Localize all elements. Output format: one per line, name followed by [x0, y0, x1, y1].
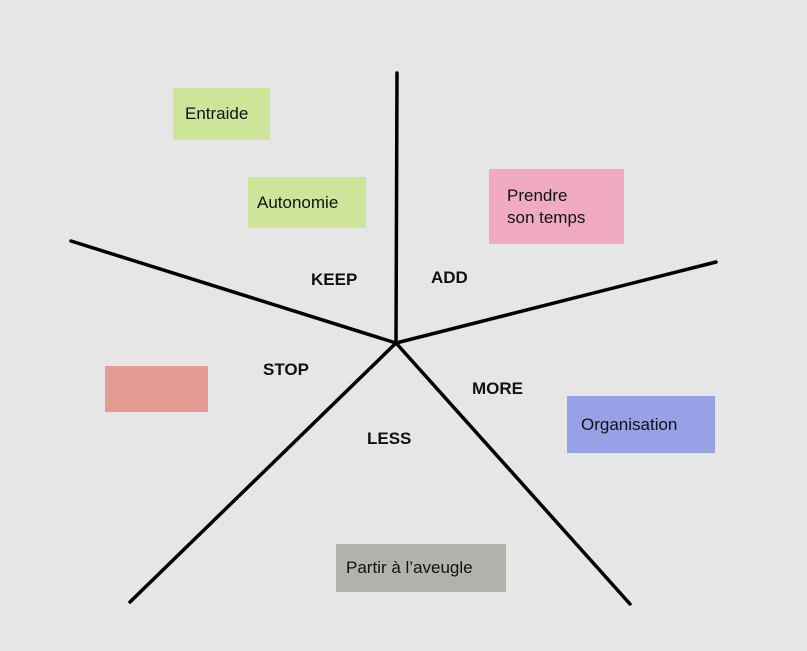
- sticky-note-entraide[interactable]: Entraide: [173, 88, 270, 140]
- divider-line: [128, 341, 398, 604]
- section-label-less: LESS: [367, 429, 412, 448]
- section-label-more: MORE: [472, 379, 523, 398]
- sticky-note-empty[interactable]: [105, 366, 208, 412]
- divider-line: [394, 341, 632, 606]
- note-text: Prendre: [507, 185, 568, 205]
- note-text: Organisation: [581, 414, 678, 434]
- divider-line: [394, 71, 399, 345]
- divider-line: [69, 239, 398, 345]
- section-label-add: ADD: [431, 268, 468, 287]
- section-label-stop: STOP: [263, 360, 309, 379]
- note-text: Autonomie: [257, 192, 339, 212]
- sticky-note-organisation[interactable]: Organisation: [567, 396, 715, 453]
- section-label-keep: KEEP: [311, 270, 358, 289]
- note-text: son temps: [507, 207, 586, 227]
- sticky-note-autonomie[interactable]: Autonomie: [248, 177, 366, 228]
- sticky-note-partir[interactable]: Partir à l’aveugle: [336, 544, 506, 592]
- sticky-note-prendre-son-temps[interactable]: Prendre son temps: [489, 169, 624, 244]
- divider-line: [394, 260, 718, 345]
- note-text: Entraide: [185, 104, 249, 123]
- note-text: Partir à l’aveugle: [346, 558, 473, 577]
